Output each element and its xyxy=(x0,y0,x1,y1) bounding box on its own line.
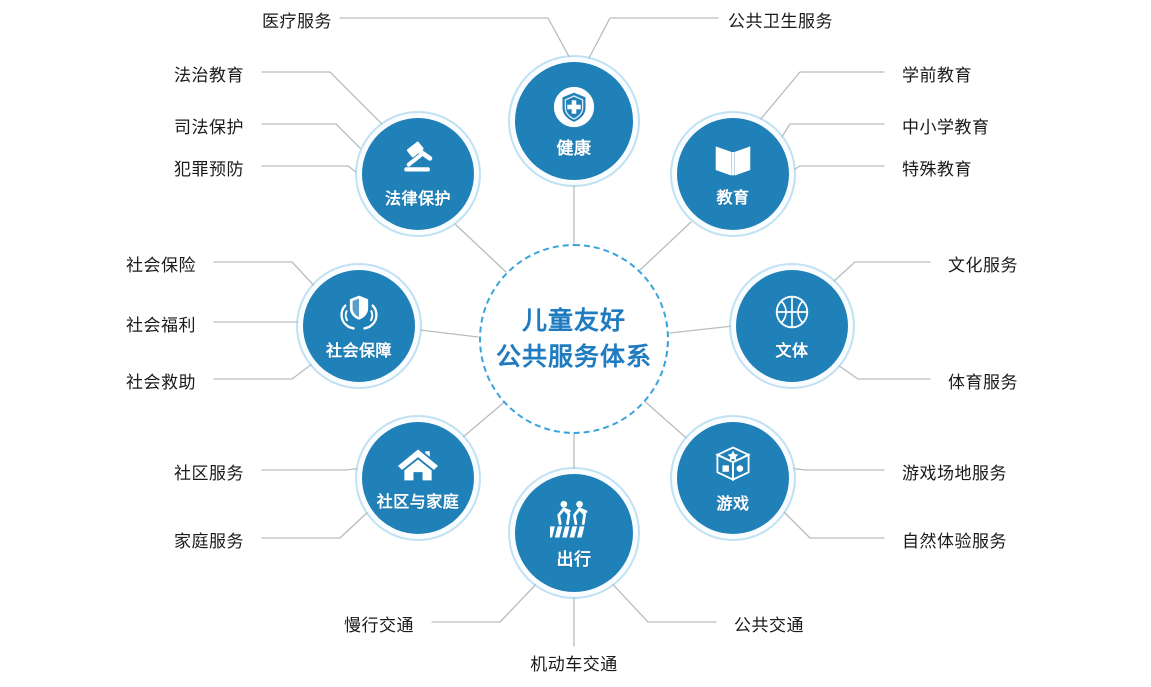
node-label-social-security: 社会保障 xyxy=(325,343,392,360)
leaf-line-sports xyxy=(821,353,931,380)
hands-shield-icon xyxy=(336,291,382,333)
node-label-play: 游戏 xyxy=(716,496,750,513)
node-label-education: 教育 xyxy=(716,190,750,207)
house-icon xyxy=(395,444,441,484)
node-label-health: 健康 xyxy=(556,138,592,158)
leaf-line-social-assistance xyxy=(213,357,321,380)
shield-cross-icon xyxy=(551,84,597,130)
leaf-social-welfare: 社会福利 xyxy=(126,316,196,335)
node-label-travel: 出行 xyxy=(556,549,592,569)
leaf-line-slow-traffic xyxy=(431,577,543,623)
leaf-line-social-insurance xyxy=(213,261,319,291)
leaf-line-rule-of-law-edu xyxy=(261,71,385,127)
gavel-icon xyxy=(395,139,441,181)
leaf-motor-traffic: 机动车交通 xyxy=(530,655,618,674)
node-label-culture-sports: 文体 xyxy=(775,343,809,360)
leaf-line-playground xyxy=(789,467,885,471)
leaf-special-ed: 特殊教育 xyxy=(902,160,972,179)
center-hub: 儿童友好 公共服务体系 xyxy=(479,244,669,434)
leaf-social-assistance: 社会救助 xyxy=(126,373,196,392)
leaf-primary-secondary: 中小学教育 xyxy=(902,118,990,137)
leaf-line-special-ed xyxy=(789,165,885,173)
node-label-community-family: 社区与家庭 xyxy=(376,494,460,511)
leaf-rule-of-law-edu: 法治教育 xyxy=(174,66,244,85)
leaf-slow-traffic: 慢行交通 xyxy=(344,616,414,635)
spoke-culture-sports xyxy=(669,325,734,334)
basketball-icon xyxy=(771,291,813,333)
spoke-education xyxy=(638,221,692,272)
leaf-community-service: 社区服务 xyxy=(174,464,244,483)
leaf-family-service: 家庭服务 xyxy=(174,532,244,551)
leaf-public-transit: 公共交通 xyxy=(734,616,804,635)
leaf-sports-service: 体育服务 xyxy=(948,373,1018,392)
spoke-legal-protection xyxy=(454,223,507,273)
leaf-preschool: 学前教育 xyxy=(902,66,972,85)
leaf-line-family-service xyxy=(261,509,371,539)
node-culture-sports[interactable]: 文体 xyxy=(736,270,848,382)
leaf-playground-service: 游戏场地服务 xyxy=(902,464,1007,483)
leaf-line-primary-secondary xyxy=(779,123,885,141)
leaf-line-judicial-protection xyxy=(261,123,361,149)
leaf-line-public-transit xyxy=(605,576,717,623)
leaf-line-nature xyxy=(779,507,885,539)
spoke-social-security xyxy=(419,329,479,338)
leaf-line-public-health xyxy=(587,17,719,61)
node-travel[interactable]: 出行 xyxy=(515,474,633,592)
leaf-line-preschool xyxy=(759,71,885,121)
leaf-line-medical xyxy=(339,17,573,63)
spoke-community-family xyxy=(455,398,509,444)
leaf-crime-prevention: 犯罪预防 xyxy=(174,160,244,179)
dice-cube-icon xyxy=(711,442,755,486)
leaf-nature-experience: 自然体验服务 xyxy=(902,532,1007,551)
center-title-line1: 儿童友好 xyxy=(521,306,626,335)
node-label-legal-protection: 法律保护 xyxy=(384,191,451,208)
leaf-culture-service: 文化服务 xyxy=(948,256,1018,275)
node-education[interactable]: 教育 xyxy=(677,118,789,230)
leaf-line-community-service xyxy=(261,467,363,471)
node-social-security[interactable]: 社会保障 xyxy=(303,270,415,382)
leaf-medical: 医疗服务 xyxy=(262,12,332,31)
leaf-line-culture xyxy=(821,261,931,293)
leaf-public-health: 公共卫生服务 xyxy=(728,12,833,31)
node-health[interactable]: 健康 xyxy=(515,62,633,180)
node-play[interactable]: 游戏 xyxy=(677,422,789,534)
node-legal-protection[interactable]: 法律保护 xyxy=(362,118,474,230)
leaf-judicial-protection: 司法保护 xyxy=(174,118,244,137)
spoke-play xyxy=(640,397,693,444)
leaf-line-crime-prevention xyxy=(261,165,357,173)
node-community-family[interactable]: 社区与家庭 xyxy=(362,422,474,534)
pedestrian-crossing-icon xyxy=(547,497,598,541)
leaf-social-insurance: 社会保险 xyxy=(126,256,196,275)
open-book-icon xyxy=(711,140,755,180)
center-title-line2: 公共服务体系 xyxy=(495,343,652,371)
